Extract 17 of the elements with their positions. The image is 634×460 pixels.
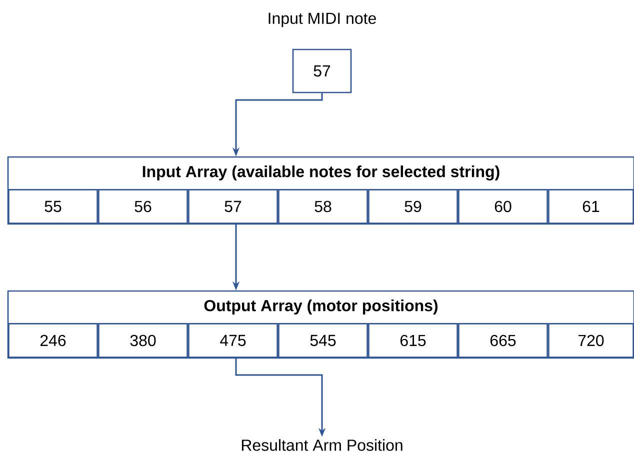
output-label: Resultant Arm Position <box>242 439 402 451</box>
table-cell: 55 <box>8 189 98 224</box>
table-cell: 58 <box>278 189 368 224</box>
table-cell: 380 <box>98 323 188 358</box>
table-cell: 475 <box>188 323 278 358</box>
table-cell: 246 <box>8 323 98 358</box>
table-cell: 57 <box>188 189 278 224</box>
table-cell: 59 <box>368 189 458 224</box>
table-cell: 665 <box>458 323 548 358</box>
table-cell: 61 <box>548 189 634 224</box>
table-cell: 60 <box>458 189 548 224</box>
table-cell: 545 <box>278 323 368 358</box>
table-cell: 56 <box>98 189 188 224</box>
node-label: Input MIDI note <box>268 12 376 28</box>
table-cell: 720 <box>548 323 634 358</box>
table-cell: 615 <box>368 323 458 358</box>
input-box: 57 Input MIDI note <box>268 12 376 94</box>
